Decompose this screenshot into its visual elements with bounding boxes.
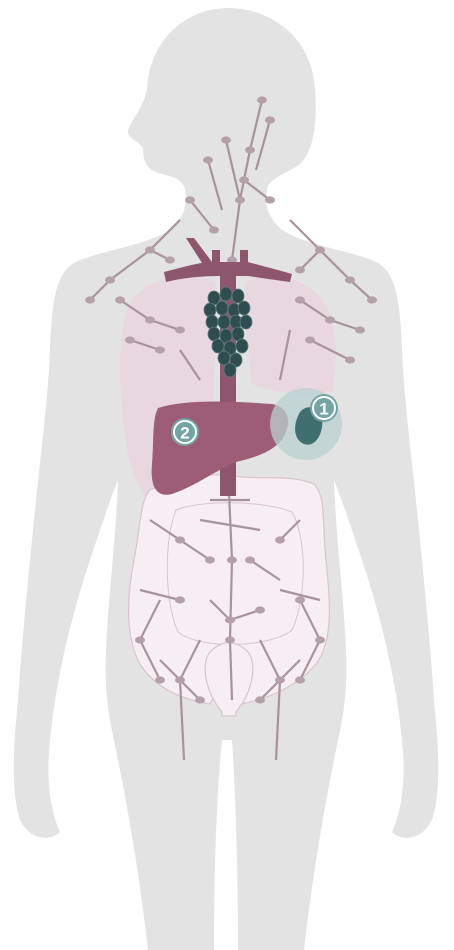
thymus-node [218, 315, 230, 329]
lymph-node [275, 676, 285, 683]
thymus-node [238, 301, 250, 315]
lymph-node [175, 596, 185, 603]
lymph-node [275, 536, 285, 543]
lymph-node [305, 336, 315, 343]
lymph-node [295, 596, 305, 603]
lymph-node [175, 326, 185, 333]
lymph-node [135, 636, 145, 643]
small-intestine [167, 503, 303, 645]
lymph-node [155, 676, 165, 683]
thymus-node [206, 315, 218, 329]
liver-marker[interactable]: 2 [171, 418, 199, 446]
lymph-node [257, 96, 267, 103]
thymus-node [204, 303, 216, 317]
lymph-node [209, 226, 219, 233]
spleen-marker[interactable]: 1 [310, 394, 338, 422]
lymph-node [227, 556, 237, 563]
marker-label: 2 [180, 424, 189, 443]
lymph-node [105, 276, 115, 283]
lymph-node [115, 296, 125, 303]
lymph-node [265, 196, 275, 203]
lymph-node [145, 316, 155, 323]
lymph-node [367, 296, 377, 303]
lymph-node [185, 196, 195, 203]
lymph-node [239, 176, 249, 183]
lymph-node [255, 606, 265, 613]
lymph-node [245, 556, 255, 563]
lymph-node [225, 636, 235, 643]
lymph-node [205, 556, 215, 563]
lymph-node [221, 136, 231, 143]
thymus-node [220, 287, 232, 301]
lymph-node [315, 246, 325, 253]
lymph-node [225, 616, 235, 623]
lymph-node [245, 146, 255, 153]
lymph-node [295, 266, 305, 273]
lymph-node [125, 336, 135, 343]
lymph-node [255, 696, 265, 703]
lymph-node [235, 196, 245, 203]
lymph-node [85, 296, 95, 303]
lymph-node [165, 256, 175, 263]
lymph-node [175, 676, 185, 683]
lymph-node [345, 276, 355, 283]
thymus-node [236, 339, 248, 353]
lymph-node [145, 246, 155, 253]
thymus-node [216, 301, 228, 315]
thymus-node [240, 315, 252, 329]
marker-label: 1 [319, 400, 328, 419]
lymph-node [295, 296, 305, 303]
lymph-node [345, 356, 355, 363]
lymph-node [195, 696, 205, 703]
lymph-node [155, 346, 165, 353]
lymph-node [203, 156, 213, 163]
lymph-node [295, 676, 305, 683]
thymus-node [224, 363, 236, 377]
lymph-node [315, 636, 325, 643]
lymph-node [265, 116, 275, 123]
lymph-node [325, 316, 335, 323]
lymph-node [355, 326, 365, 333]
lymph-node [175, 536, 185, 543]
